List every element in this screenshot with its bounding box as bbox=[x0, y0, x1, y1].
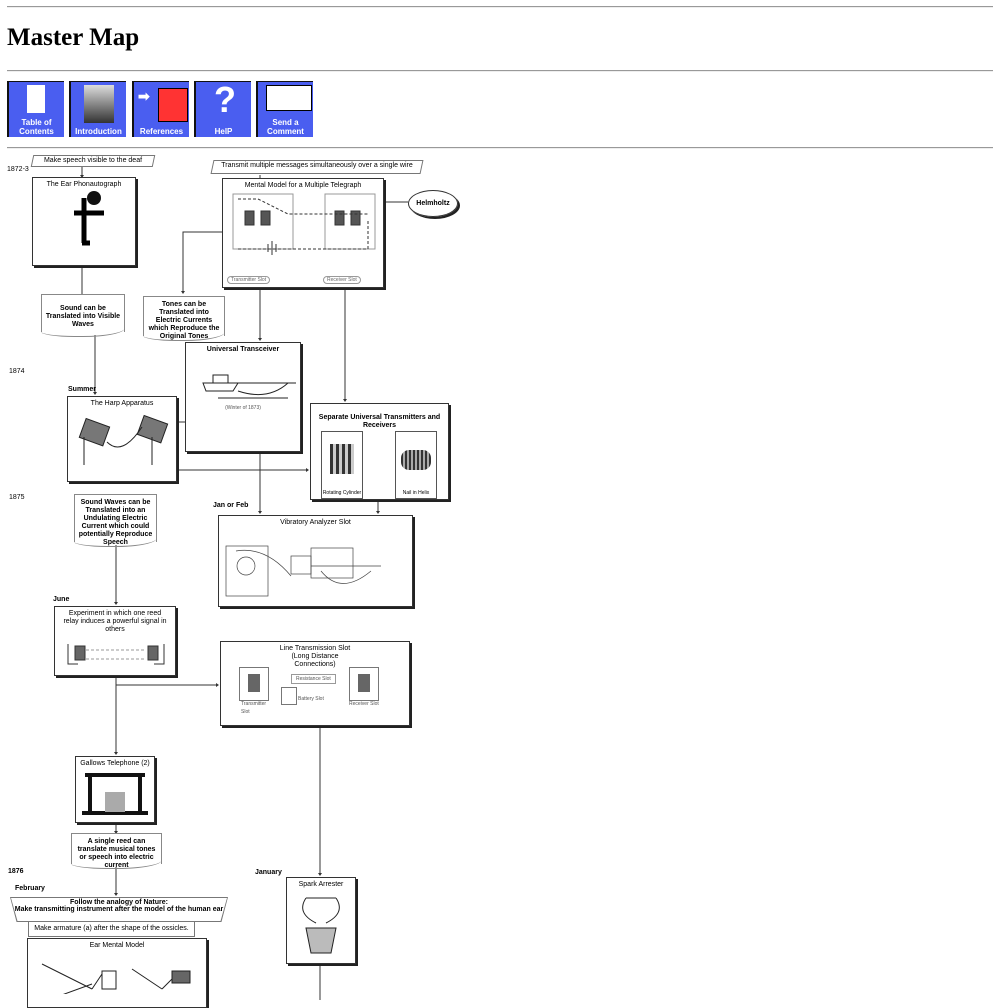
node-title: Gallows Telephone (2) bbox=[80, 760, 150, 767]
nav-references[interactable]: ➡ References bbox=[132, 81, 189, 137]
nail-helix-panel: Nail in Helix bbox=[395, 431, 437, 499]
node-helmholtz[interactable]: Helmholtz bbox=[408, 190, 458, 217]
arrow-icon: ➡ bbox=[138, 88, 150, 104]
reed-relay-diagram bbox=[67, 644, 165, 665]
vibratory-diagram bbox=[225, 545, 381, 597]
battery-slot-label: Battery Slot bbox=[298, 696, 324, 702]
goal-multiple-messages[interactable]: Transmit multiple messages simultaneousl… bbox=[212, 160, 422, 174]
node-title: Mental Model for a Multiple Telegraph bbox=[244, 182, 362, 189]
goal-speech-visible[interactable]: Make speech visible to the deaf bbox=[32, 155, 154, 167]
harp-illustration bbox=[78, 414, 169, 465]
nav-send-comment[interactable]: Send a Comment bbox=[256, 81, 313, 137]
node-reed-relay-experiment[interactable]: Experiment in which one reed relay induc… bbox=[54, 606, 176, 676]
node-separate-transmitters-receivers[interactable]: Separate Universal Transmitters and Rece… bbox=[310, 403, 449, 500]
node-ear-mental-model[interactable]: Ear Mental Model bbox=[27, 938, 207, 1008]
node-title: The Ear Phonautograph bbox=[46, 181, 122, 188]
nail-helix-label: Nail in Helix bbox=[402, 490, 430, 496]
nav-help[interactable]: ? HelP bbox=[194, 79, 251, 137]
envelope-icon bbox=[266, 85, 312, 111]
node-title: Line Transmission Slot (Long Distance Co… bbox=[279, 645, 351, 668]
battery-icon bbox=[281, 687, 297, 705]
goal-armature-ossicles[interactable]: Make armature (a) after the shape of the… bbox=[28, 922, 195, 937]
nav-table-of-contents[interactable]: Table of Contents bbox=[7, 81, 64, 137]
rotating-cylinder-label: Rotating Cylinder bbox=[322, 490, 362, 496]
date-label: 1872-3 bbox=[7, 166, 29, 173]
insight-undulating-current[interactable]: Sound Waves can be Translated into an Un… bbox=[74, 494, 157, 547]
nav-introduction[interactable]: Introduction bbox=[69, 81, 126, 137]
page-title: Master Map bbox=[7, 24, 140, 51]
node-mental-model-multiple-telegraph[interactable]: Mental Model for a Multiple Telegraph Tr… bbox=[222, 178, 384, 288]
resistance-slot: Resistance Slot bbox=[291, 674, 336, 684]
line-transmitter-label: Transmitter Slot bbox=[241, 701, 267, 715]
node-universal-transceiver[interactable]: Universal Transceiver (Winter of 1873) bbox=[185, 342, 301, 452]
node-title: Vibratory Analyzer Slot bbox=[280, 519, 351, 526]
divider bbox=[7, 6, 993, 8]
receiver-slot-tag: Receiver Slot bbox=[323, 276, 361, 284]
date-label: June bbox=[53, 596, 70, 603]
goal-analogy-text: Make transmitting instrument after the m… bbox=[14, 906, 224, 913]
line-transmitter-icon bbox=[239, 667, 269, 701]
date-label: 1874 bbox=[9, 368, 25, 375]
phonautograph-illustration bbox=[74, 191, 104, 246]
spark-arrester-illustration bbox=[302, 897, 340, 954]
node-spark-arrester[interactable]: Spark Arrester bbox=[286, 877, 356, 964]
node-line-transmission-slot[interactable]: Line Transmission Slot (Long Distance Co… bbox=[220, 641, 410, 726]
telegraph-diagram bbox=[232, 193, 376, 255]
transmitter-slot-tag: Transmitter Slot bbox=[227, 276, 271, 284]
date-label: Jan or Feb bbox=[213, 502, 249, 509]
date-label: 1875 bbox=[9, 494, 25, 501]
question-icon: ? bbox=[214, 79, 236, 120]
transceiver-illustration bbox=[202, 374, 296, 399]
divider bbox=[7, 147, 993, 149]
date-label: 1876 bbox=[8, 868, 24, 875]
insight-single-reed[interactable]: A single reed can translate musical tone… bbox=[71, 833, 162, 869]
node-vibratory-analyzer-slot[interactable]: Vibratory Analyzer Slot bbox=[218, 515, 413, 607]
node-harp-apparatus[interactable]: The Harp Apparatus bbox=[67, 396, 177, 482]
date-label: February bbox=[15, 885, 45, 892]
date-label: January bbox=[255, 869, 282, 876]
node-title: Experiment in which one reed relay induc… bbox=[63, 610, 167, 633]
portrait-icon bbox=[84, 85, 114, 123]
node-ear-phonautograph[interactable]: The Ear Phonautograph bbox=[32, 177, 136, 266]
node-title: Ear Mental Model bbox=[89, 942, 145, 949]
line-receiver-icon bbox=[349, 667, 379, 701]
line-receiver-label: Receiver Slot bbox=[349, 701, 379, 707]
gallows-illustration bbox=[82, 773, 148, 815]
goal-analogy-title: Follow the analogy of Nature: bbox=[69, 899, 168, 906]
node-title: Universal Transceiver bbox=[206, 346, 280, 353]
node-title: Separate Universal Transmitters and Rece… bbox=[318, 414, 441, 429]
divider bbox=[7, 70, 993, 72]
node-gallows-telephone[interactable]: Gallows Telephone (2) bbox=[75, 756, 155, 823]
node-title: Spark Arrester bbox=[298, 881, 344, 888]
goal-analogy-nature[interactable]: Follow the analogy of Nature: Make trans… bbox=[10, 897, 228, 922]
ear-model-illustration bbox=[36, 963, 191, 1005]
book-icon bbox=[158, 88, 188, 122]
date-label: Summer bbox=[68, 386, 97, 393]
node-title: The Harp Apparatus bbox=[90, 400, 154, 407]
rotating-cylinder-panel: Rotating Cylinder bbox=[321, 431, 363, 499]
insight-visible-waves[interactable]: Sound can be Translated into Visible Wav… bbox=[41, 294, 125, 337]
insight-tones-currents[interactable]: Tones can be Translated into Electric Cu… bbox=[143, 296, 225, 341]
transceiver-caption: (Winter of 1873) bbox=[225, 405, 261, 411]
contents-icon bbox=[27, 85, 45, 113]
